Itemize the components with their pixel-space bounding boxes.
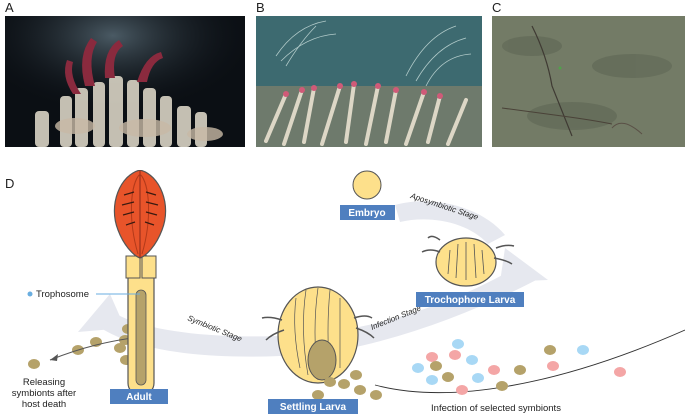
settling-larva bbox=[261, 286, 375, 384]
cycle-arrow-upper bbox=[395, 201, 505, 244]
symbionts-on-settling-larva bbox=[312, 370, 382, 400]
adult-label: Adult bbox=[126, 392, 152, 403]
releasing-arrowhead bbox=[50, 354, 58, 361]
adult-tag bbox=[110, 389, 168, 404]
infection-arc bbox=[374, 329, 685, 394]
panel-label-a: A bbox=[5, 0, 14, 15]
settling-label: Settling Larva bbox=[280, 402, 347, 413]
panel-label-b: B bbox=[256, 0, 265, 15]
photo-b-illustration bbox=[256, 16, 482, 147]
panel-label-d: D bbox=[5, 176, 15, 191]
cycle-arrow-left-head bbox=[78, 294, 125, 332]
trophosome-dot bbox=[27, 291, 33, 297]
embryo-cell bbox=[352, 170, 382, 200]
cycle-arrow-lower-head bbox=[500, 248, 548, 282]
adult-tubeworm bbox=[113, 170, 167, 396]
trochophore-tag bbox=[416, 292, 524, 307]
photo-a-illustration bbox=[5, 16, 245, 147]
photo-a-tubeworm-cluster bbox=[5, 16, 245, 147]
life-cycle-diagram: Embryo Aposymbiotic Stage Infection Stag… bbox=[12, 170, 685, 414]
releasing-line-1: Releasing bbox=[23, 377, 65, 388]
photo-c-illustration bbox=[492, 16, 685, 147]
releasing-line-2: symbionts after bbox=[12, 388, 76, 399]
cycle-arrow-lower bbox=[90, 268, 540, 357]
settling-tag bbox=[268, 399, 358, 414]
infection-selected-label: Infection of selected symbionts bbox=[431, 403, 561, 414]
panel-label-c: C bbox=[492, 0, 502, 15]
trophosome-label: Trophosome bbox=[36, 289, 89, 300]
photo-b-tubeworm-field bbox=[256, 16, 482, 147]
trochophore-label: Trochophore Larva bbox=[425, 295, 516, 306]
trochophore-larva bbox=[421, 235, 515, 287]
embryo-label: Embryo bbox=[348, 208, 385, 219]
photo-c-seafloor bbox=[492, 16, 685, 147]
symbiont-cluster-free bbox=[412, 339, 626, 395]
embryo-tag bbox=[340, 205, 395, 220]
releasing-line-3: host death bbox=[22, 399, 66, 410]
